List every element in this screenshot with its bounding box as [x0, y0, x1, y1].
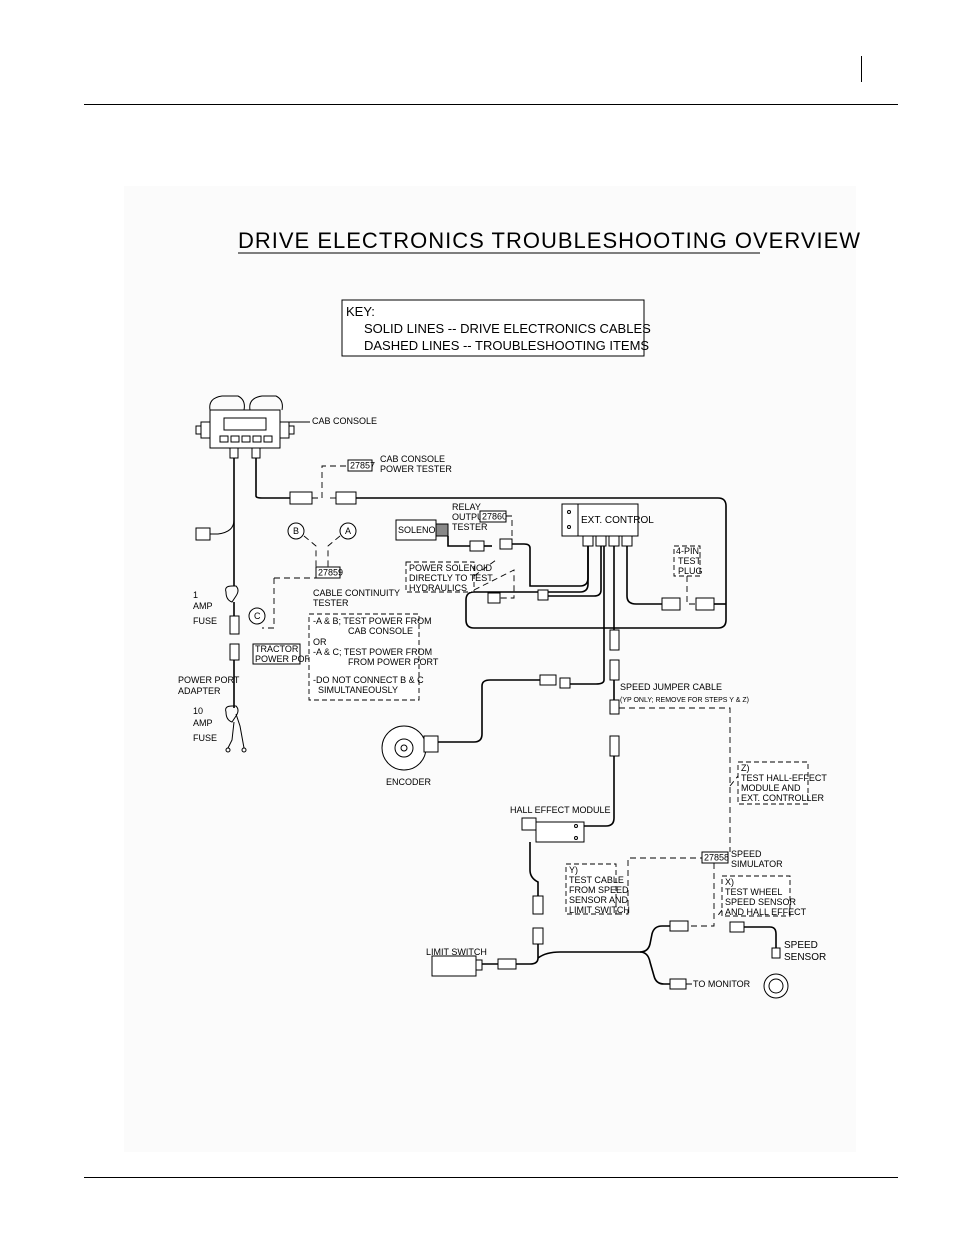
encoder: [381, 725, 427, 771]
ext-cable-connector: [335, 491, 357, 505]
ppa-label-2: ADAPTER: [178, 686, 221, 696]
test-point-b: [287, 522, 305, 540]
test-plug-box: [673, 545, 701, 577]
fuse1-label-3: FUSE: [193, 616, 217, 626]
continuity-label-1: CABLE CONTINUITY: [313, 588, 400, 598]
speed-sensor-wheel: [763, 973, 789, 999]
speed-simulator-part: [701, 851, 729, 864]
point-c-label: C: [254, 611, 261, 621]
tractor-label-2: POWER PORT: [255, 654, 317, 664]
power-solenoid-box: [405, 561, 475, 593]
tractor-label-1: TRACTOR: [255, 644, 299, 654]
continuity-label-2: TESTER: [313, 598, 349, 608]
fuse1-label-2: AMP: [193, 601, 213, 611]
cable-plug-left: [195, 527, 211, 541]
note-line-5: FROM POWER PORT: [348, 657, 439, 667]
note-line-4: -A & C; TEST POWER FROM: [313, 647, 432, 657]
test-y-box: [565, 863, 617, 915]
fuse-1amp: [225, 585, 239, 603]
cab-tester-label-1: CAB CONSOLE: [380, 454, 445, 464]
cab-tester-part-number: 27857: [350, 461, 375, 471]
to-monitor-label: TO MONITOR: [693, 979, 751, 989]
relay-label-2: OUTPUT: [452, 512, 490, 522]
hall-effect-module: [535, 821, 585, 843]
test-plug-label-3: PLUG: [678, 566, 703, 576]
tractor-power-port-box: [252, 643, 301, 665]
sim-label-2: SIMULATOR: [731, 859, 783, 869]
power-sol-label-1: POWER SOLENOID: [409, 563, 493, 573]
limit-switch-label: LIMIT SWITCH: [426, 947, 487, 957]
speed-jumper-note: (YP ONLY; REMOVE FOR STEPS Y & Z): [620, 697, 749, 704]
relay-label-3: TESTER: [452, 522, 488, 532]
test-point-a: [339, 522, 357, 540]
point-b-label: B: [293, 526, 299, 536]
cab-tester-part: [347, 459, 373, 472]
test-x-box: [721, 875, 791, 917]
ppa-label-1: POWER PORT: [178, 675, 240, 685]
y-label-4: SENSOR AND: [569, 895, 629, 905]
z-label-1: Z): [741, 763, 750, 773]
note-line-7: SIMULTANEOUSLY: [318, 685, 398, 695]
continuity-part-number: 27859: [318, 568, 343, 578]
test-plug-label-1: 4-PIN: [676, 546, 699, 556]
key-solid-lines: SOLID LINES -- DRIVE ELECTRONICS CABLES: [364, 321, 651, 336]
fuse-10amp: [225, 705, 239, 723]
sim-part-number: 27858: [704, 853, 729, 863]
y-label-3: FROM SPEED: [569, 885, 629, 895]
fuse1-label-1: 1: [193, 590, 198, 600]
continuity-notes-box: [308, 613, 420, 701]
relay-tester-part-number: 27860: [482, 512, 507, 522]
page-tab-mark: [861, 56, 862, 82]
z-label-2: TEST HALL-EFFECT: [741, 773, 827, 783]
speed-sensor-label-1: SPEED: [784, 940, 818, 951]
relay-label-1: RELAY: [452, 502, 481, 512]
continuity-part: [315, 566, 341, 579]
test-z-box: [737, 761, 809, 805]
header-rule: [84, 104, 898, 105]
power-sol-label-2: DIRECTLY TO TEST: [409, 573, 493, 583]
note-line-3: OR: [313, 637, 327, 647]
power-sol-label-3: HYDRAULICS: [409, 583, 467, 593]
cab-cable-connector: [289, 491, 313, 505]
footer-rule: [84, 1177, 898, 1178]
speed-jumper-label: SPEED JUMPER CABLE: [620, 682, 722, 692]
ext-control-label: EXT. CONTROL: [581, 515, 654, 526]
x-label-4: AND HALL EFFECT: [725, 907, 807, 917]
x-label-2: TEST WHEEL: [725, 887, 782, 897]
encoder-label: ENCODER: [386, 777, 432, 787]
cab-console: [195, 395, 295, 459]
x-label-1: X): [725, 877, 734, 887]
key-heading: KEY:: [346, 304, 375, 319]
x-label-3: SPEED SENSOR: [725, 897, 797, 907]
z-label-3: MODULE AND: [741, 783, 801, 793]
note-line-1: -A & B; TEST POWER FROM: [313, 616, 432, 626]
note-line-2: CAB CONSOLE: [348, 626, 413, 636]
fuse10-label-2: AMP: [193, 718, 213, 728]
hall-module-label: HALL EFFECT MODULE: [510, 805, 611, 815]
fuse10-label-1: 10: [193, 706, 203, 716]
y-label-2: TEST CABLE: [569, 875, 624, 885]
speed-sensor-label-2: SENSOR: [784, 952, 826, 963]
z-label-4: EXT. CONTROLLER: [741, 793, 825, 803]
test-point-c: [248, 607, 266, 625]
diagram-title: DRIVE ELECTRONICS TROUBLESHOOTING OVERVI…: [238, 228, 861, 253]
y-label-5: LIMIT SWITCH: [569, 905, 630, 915]
point-a-label: A: [345, 526, 351, 536]
test-plug-label-2: TEST: [678, 556, 702, 566]
relay-tester-part: [479, 510, 507, 523]
fuse10-label-3: FUSE: [193, 733, 217, 743]
y-label-1: Y): [569, 865, 578, 875]
limit-switch: [431, 955, 477, 977]
ext-control-box: [561, 503, 639, 537]
key-dashed-lines: DASHED LINES -- TROUBLESHOOTING ITEMS: [364, 338, 649, 353]
key-box: [341, 299, 645, 357]
solenoid-label: SOLENOID: [398, 525, 445, 535]
cab-tester-label-2: POWER TESTER: [380, 464, 452, 474]
sim-label-1: SPEED: [731, 849, 762, 859]
note-line-6: -DO NOT CONNECT B & C: [313, 675, 424, 685]
cab-console-label: CAB CONSOLE: [312, 416, 377, 426]
